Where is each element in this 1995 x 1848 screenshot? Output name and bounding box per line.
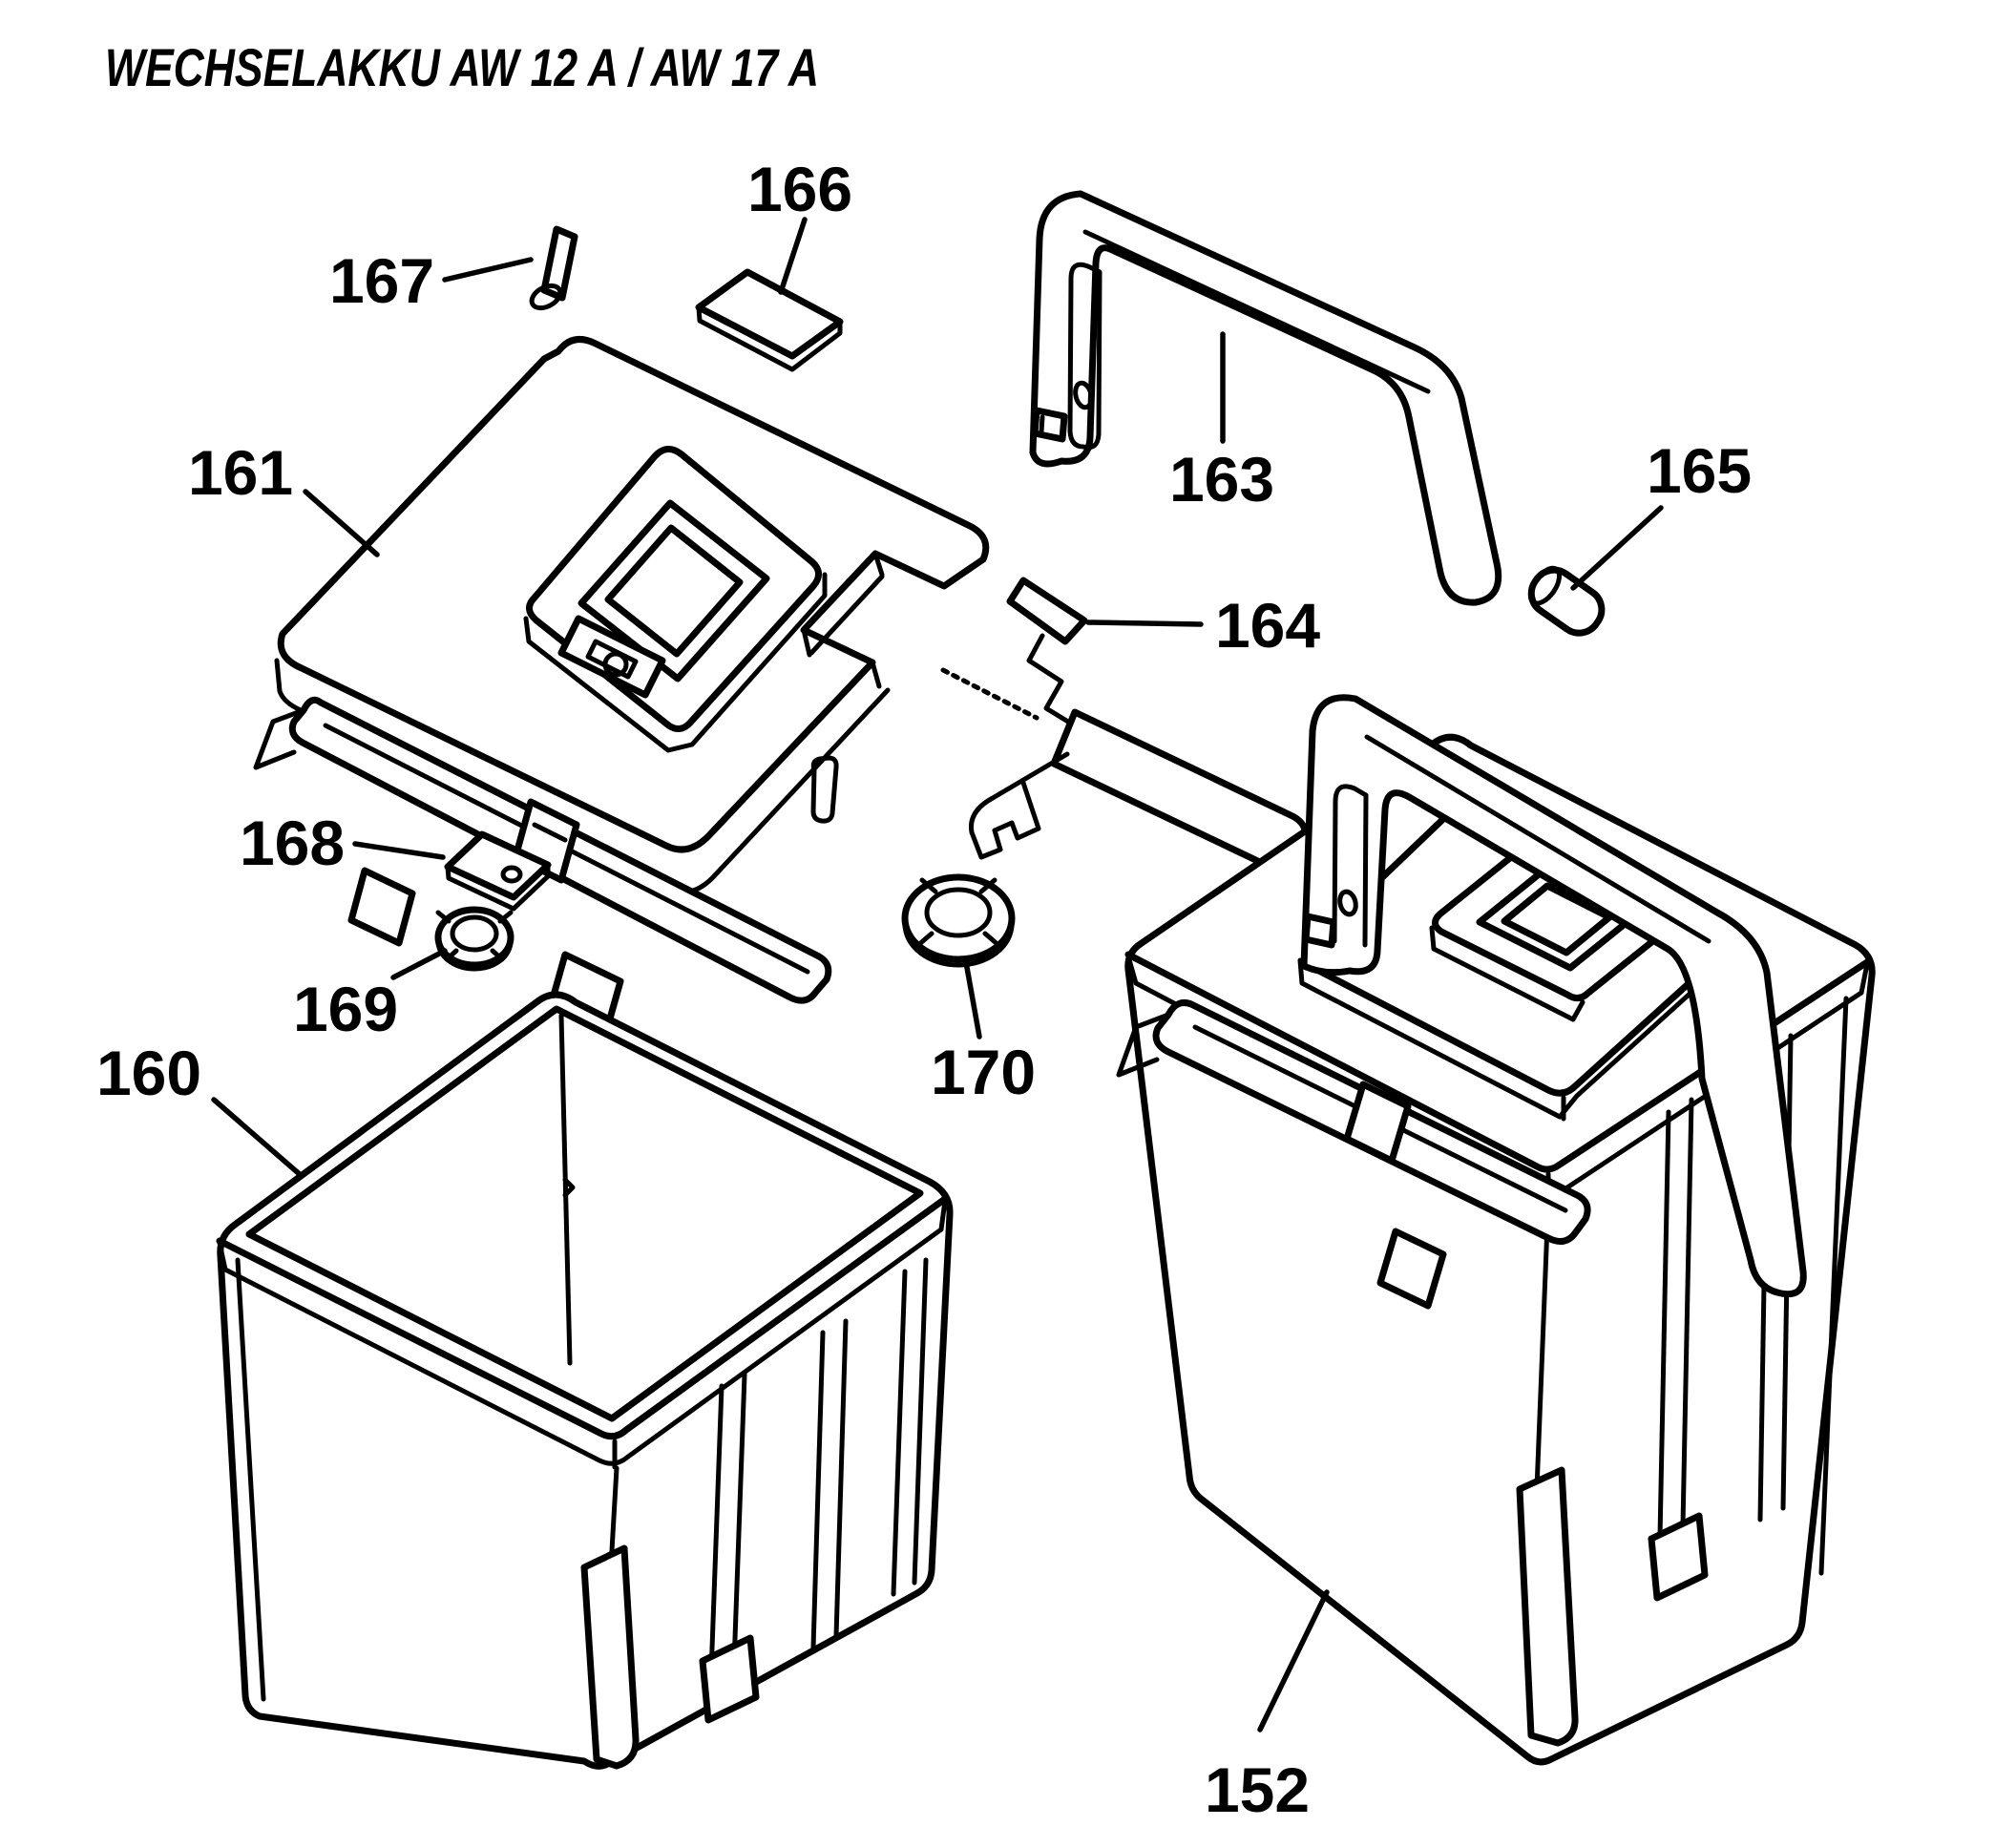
part-168-plate: [444, 830, 552, 912]
part-label-168: 168: [240, 808, 345, 878]
leader-167: [442, 257, 534, 283]
part-label-165: 165: [1647, 435, 1752, 506]
part-170-grommet-large: [901, 873, 1016, 968]
part-166-label-plate: [695, 268, 844, 372]
leader-161: [303, 489, 380, 557]
leader-lines: [211, 217, 1664, 1732]
part-161-lid: [253, 336, 990, 1046]
leader-164: [1085, 620, 1204, 627]
part-152-assembled-pack: [1116, 694, 1876, 1766]
part-163-handle: [1029, 190, 1502, 606]
leader-152: [1257, 1589, 1330, 1732]
leader-165: [1570, 505, 1664, 591]
part-label-170: 170: [931, 1037, 1036, 1107]
part-160-container: [216, 991, 954, 1770]
part-label-152: 152: [1205, 1754, 1310, 1825]
diagram-title: WECHSELAKKU AW 12 A / AW 17 A: [105, 37, 819, 97]
leader-169: [390, 948, 448, 980]
part-label-164: 164: [1215, 590, 1320, 661]
part-label-169: 169: [293, 974, 398, 1044]
part-label-167: 167: [329, 245, 434, 316]
part-labels: 160 161 163 164 165 166 167 168 169 170 …: [96, 154, 1752, 1825]
leader-170: [963, 959, 982, 1040]
part-label-161: 161: [188, 437, 293, 508]
leader-160: [211, 1097, 304, 1179]
part-167-tab: [529, 225, 578, 311]
part-label-163: 163: [1169, 444, 1274, 514]
leader-166: [778, 217, 808, 295]
part-label-160: 160: [96, 1038, 201, 1108]
part-label-166: 166: [747, 154, 852, 224]
leader-168: [352, 841, 446, 860]
